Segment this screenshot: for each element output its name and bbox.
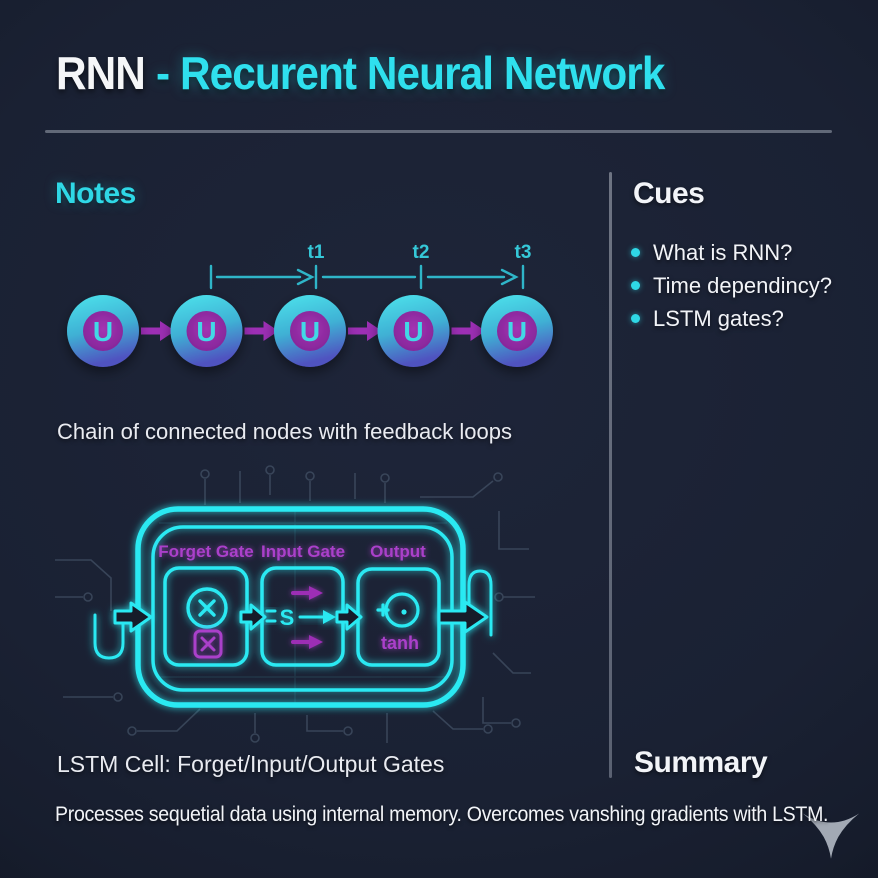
cues-heading: Cues <box>633 177 705 210</box>
node-circle: U <box>67 295 139 367</box>
cue-item: What is RNN? <box>631 236 871 269</box>
input-gate-sigma-icon: S <box>265 586 336 649</box>
node-circle: U <box>170 295 243 367</box>
flow-arrow-icon <box>348 321 382 341</box>
cue-item-label: Time dependincy? <box>653 272 832 298</box>
input-gate-label: Input Gate <box>261 542 345 561</box>
title-prefix: RNN <box>56 47 146 99</box>
tanh-label: tanh <box>381 633 419 653</box>
bullet-dot-icon <box>631 314 640 323</box>
timeline <box>209 264 525 290</box>
sigma-symbol: S <box>280 605 295 630</box>
bullet-dot-icon <box>631 248 640 257</box>
node-symbol: U <box>300 316 320 347</box>
node-symbol: U <box>93 316 113 347</box>
cue-item-label: What is RNN? <box>653 239 793 265</box>
node-symbol: U <box>507 316 527 347</box>
flow-arrow-icon <box>244 321 279 341</box>
node-circle: U <box>377 295 450 367</box>
chain-caption: Chain of connected nodes with feedback l… <box>57 419 512 444</box>
node-symbol: U <box>196 316 216 347</box>
cue-item: Time dependincy? <box>631 269 871 302</box>
bullet-dot-icon <box>631 281 640 290</box>
page-title: RNN- Recurent Neural Network <box>56 46 665 100</box>
forget-gate-multiply-icon <box>186 587 228 629</box>
timeline-label-t2: t2 <box>413 242 430 263</box>
cue-item-label: LSTM gates? <box>653 305 784 331</box>
rnn-chain-diagram: t1 t2 t3 U U U <box>67 242 553 367</box>
timeline-label-t1: t1 <box>308 242 325 263</box>
title-divider <box>45 130 832 133</box>
column-divider <box>609 172 612 778</box>
output-gate-label: Output <box>370 542 426 561</box>
node-circle: U <box>481 295 553 367</box>
node-symbol: U <box>403 316 423 347</box>
circuit-traces-inner <box>159 509 447 705</box>
forget-gate-label: Forget Gate <box>158 542 253 561</box>
node-circle: U <box>274 295 346 367</box>
timeline-label-t3: t3 <box>515 242 532 263</box>
lstm-cell-diagram: Forget Gate Input Gate Output <box>55 465 535 743</box>
output-gate-tanh-icon: tanh <box>376 592 420 653</box>
title-rest: - Recurent Neural Network <box>155 47 665 99</box>
forget-gate-discard-icon <box>193 629 223 659</box>
summary-text: Processes sequetial data using internal … <box>55 803 829 826</box>
flow-arrow-icon <box>451 321 486 341</box>
lstm-caption: LSTM Cell: Forget/Input/Output Gates <box>57 751 445 777</box>
summary-heading: Summary <box>634 746 768 779</box>
cue-list: What is RNN? Time dependincy? LSTM gates… <box>631 236 871 335</box>
notes-heading: Notes <box>55 177 136 210</box>
forget-gate-box <box>163 566 249 667</box>
entry-arrow-icon <box>113 601 153 633</box>
flow-arrow-icon <box>141 321 175 341</box>
cue-item: LSTM gates? <box>631 302 871 335</box>
